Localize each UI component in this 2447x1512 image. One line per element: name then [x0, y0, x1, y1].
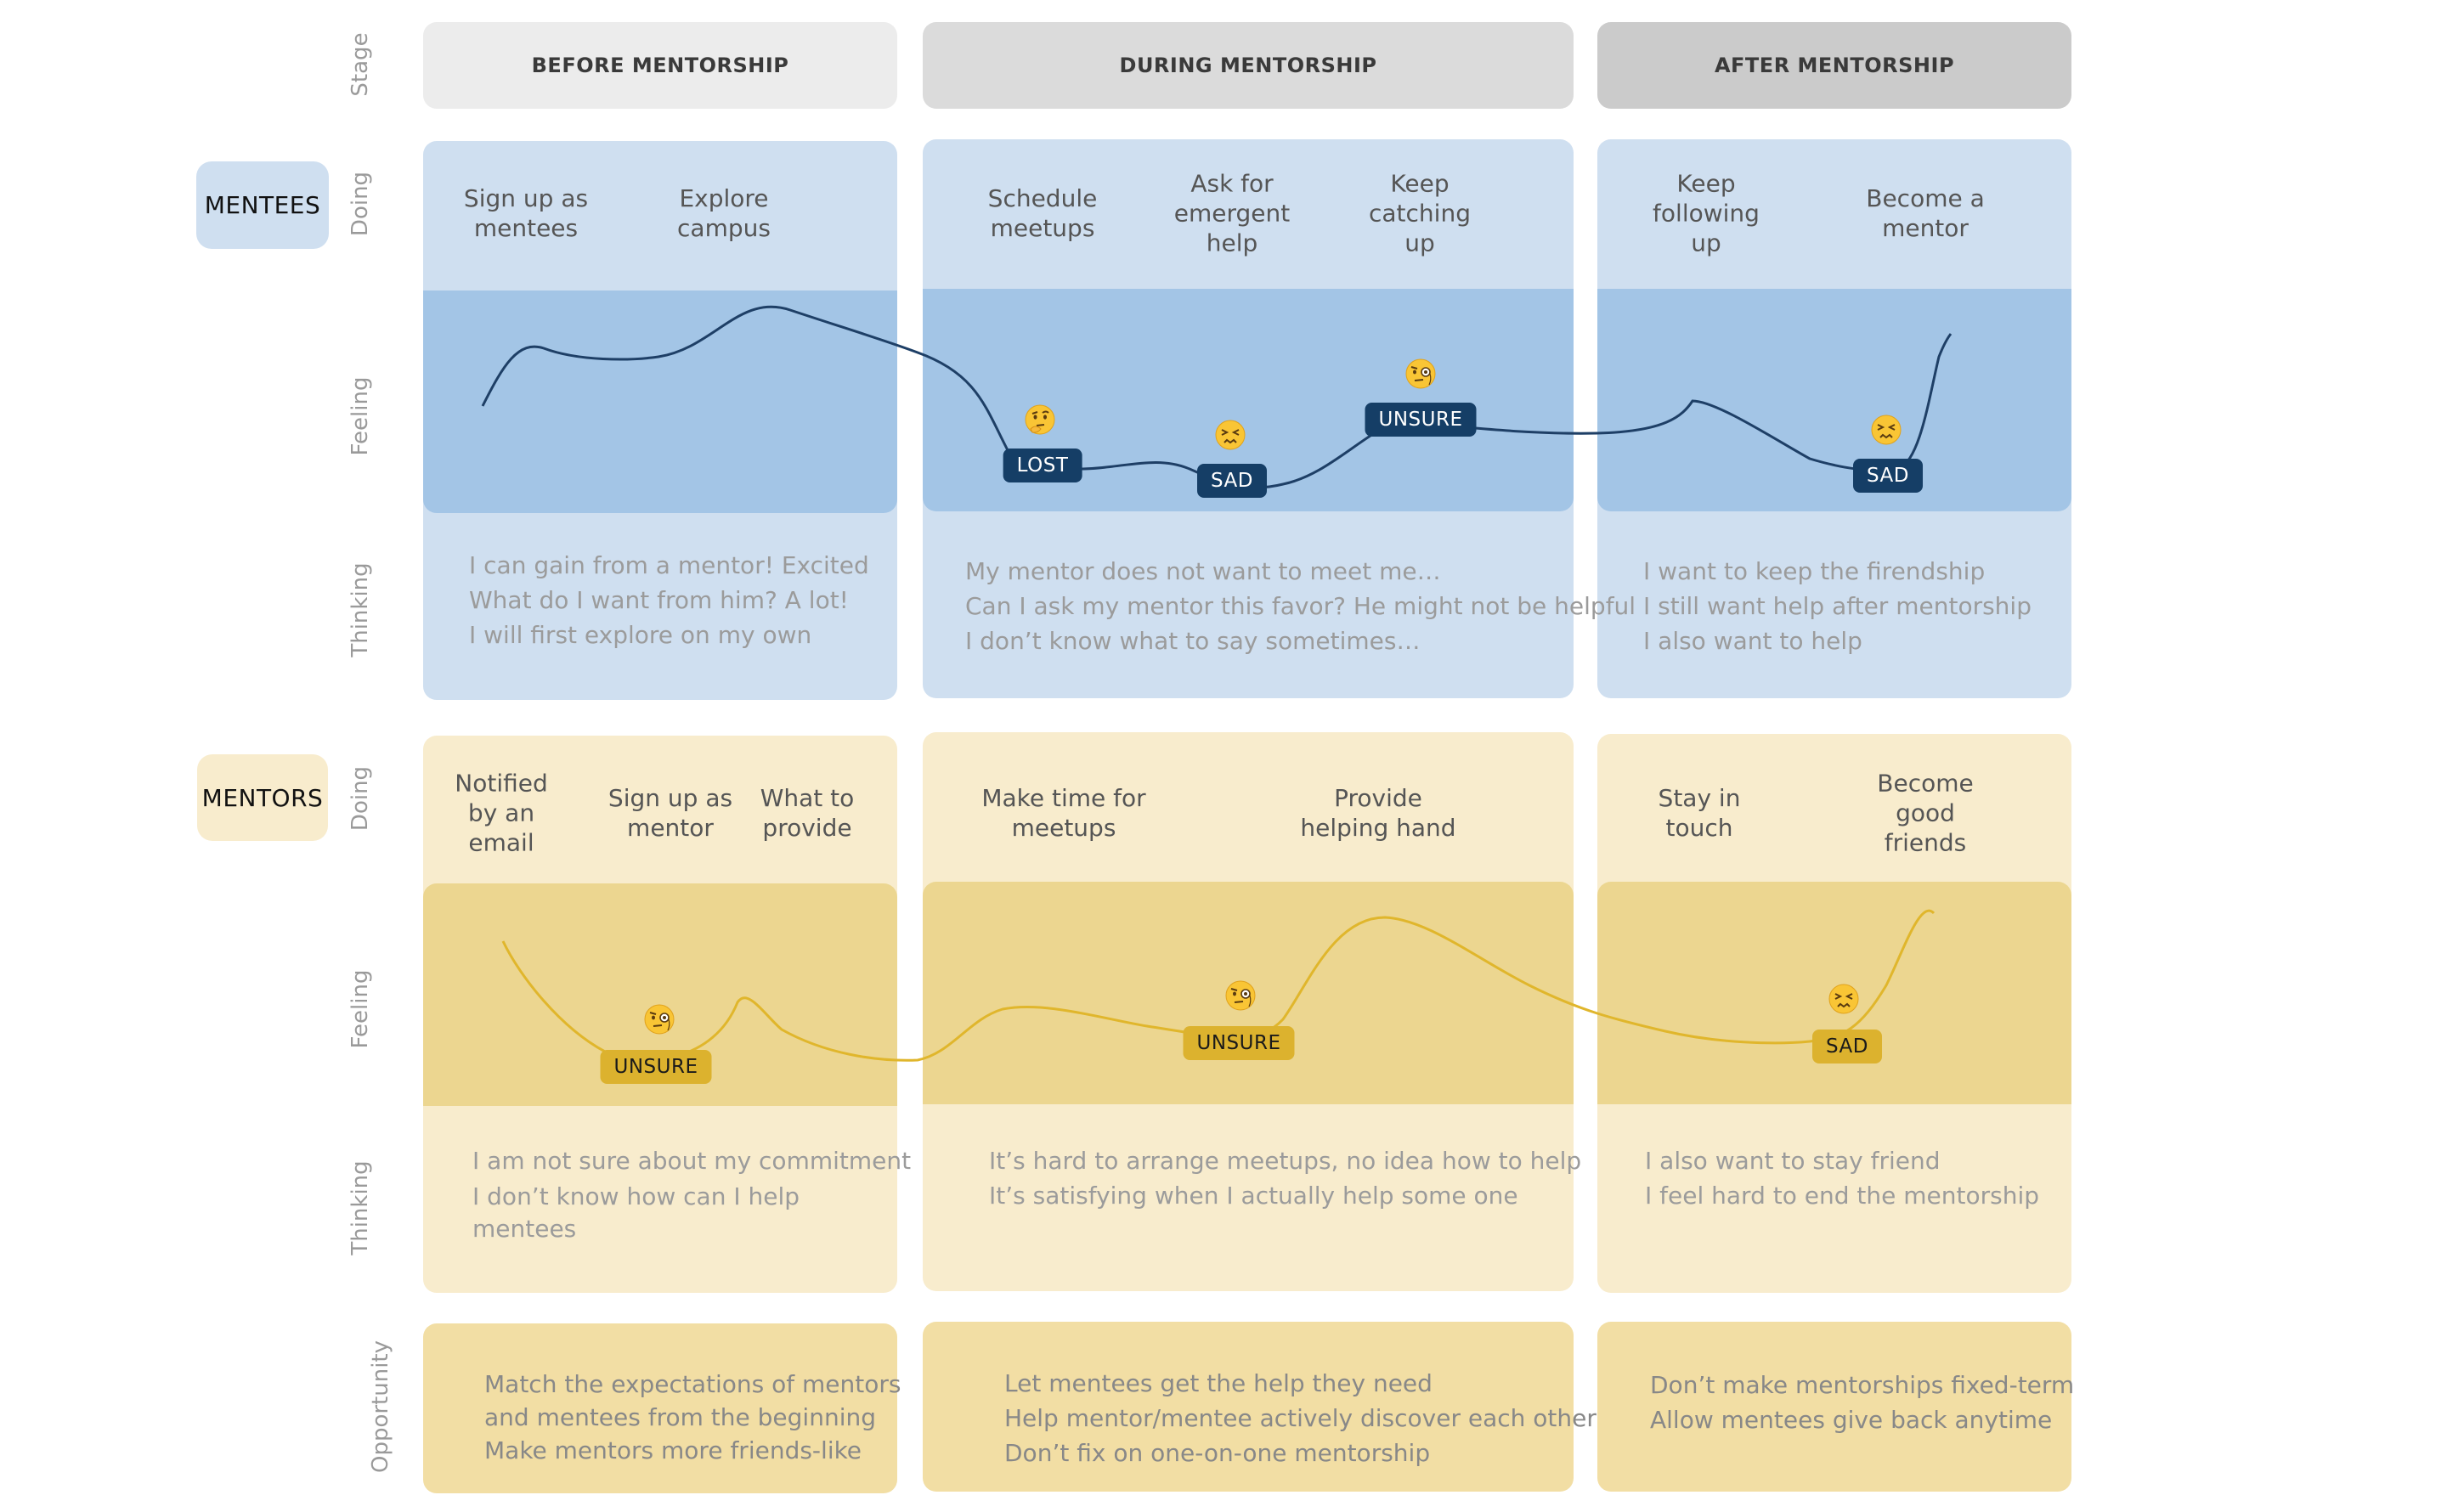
- opportunity-line: Make mentors more friends-like: [484, 1436, 862, 1464]
- mentor-doing-sign-up: Sign up as mentor: [608, 784, 733, 842]
- opportunity-after: Don’t make mentorships fixed-term Allow …: [1650, 1368, 2074, 1437]
- thought-line: Can I ask my mentor this favor? He might…: [965, 592, 1636, 620]
- mentee-doing-become-mentor: Become a mentor: [1866, 184, 1985, 242]
- stage-before-mentorship: BEFORE MENTORSHIP: [423, 22, 897, 109]
- mentee-doing-sign-up: Sign up as mentees: [463, 184, 589, 242]
- mentee-feeling-lost-tag: LOST: [1003, 449, 1082, 482]
- opportunity-line: Don’t fix on one-on-one mentorship: [1004, 1439, 1431, 1467]
- mentor-feeling-unsure-before-tag: UNSURE: [600, 1050, 712, 1084]
- thought-line: I am not sure about my commitment: [472, 1147, 912, 1175]
- opportunity-line: Don’t make mentorships fixed-term: [1650, 1371, 2075, 1399]
- mentee-thinking-before: I can gain from a mentor! Excited What d…: [469, 548, 869, 652]
- mentee-doing-keep-catching-up: Keep catching up: [1369, 169, 1471, 257]
- mentee-thinking-during: My mentor does not want to meet me… Can …: [965, 554, 1636, 658]
- opportunity-box-before: [423, 1323, 897, 1493]
- mentor-doing-make-time: Make time for meetups: [981, 784, 1146, 842]
- mentor-thinking-before: I am not sure about my commitment I don’…: [472, 1145, 911, 1245]
- thought-line: It’s hard to arrange meetups, no idea ho…: [989, 1147, 1582, 1175]
- mentors-badge: MENTORS: [197, 754, 328, 841]
- thought-line: I also want to help: [1643, 627, 1862, 655]
- mentor-feeling-unsure-during-tag: UNSURE: [1183, 1026, 1295, 1060]
- mentee-feeling-unsure-tag: UNSURE: [1365, 403, 1477, 437]
- mentees-badge: MENTEES: [196, 161, 329, 249]
- opportunity-line: Allow mentees give back anytime: [1650, 1406, 2053, 1434]
- thought-line: My mentor does not want to meet me…: [965, 557, 1441, 585]
- mentee-feeling-sad-tag: SAD: [1197, 464, 1267, 498]
- mentor-doing-notified: Notified by an email: [455, 769, 548, 857]
- opportunity-line: Help mentor/mentee actively discover eac…: [1004, 1404, 1596, 1432]
- thought-line: It’s satisfying when I actually help som…: [989, 1182, 1518, 1210]
- mentor-doing-become-friends: Become good friends: [1877, 769, 1974, 857]
- mentee-feeling-band-after: [1597, 289, 2071, 511]
- opportunity-box-after: [1597, 1322, 2071, 1492]
- mentee-feeling-band-before: [423, 291, 897, 513]
- thought-line: I want to keep the firendship: [1643, 557, 1986, 585]
- mentee-feeling-sad-after-tag: SAD: [1853, 459, 1923, 493]
- thought-line: I don’t know how can I help: [472, 1182, 800, 1210]
- opportunity-line: Let mentees get the help they need: [1004, 1369, 1433, 1397]
- thought-line: I don’t know what to say sometimes…: [965, 627, 1421, 655]
- thought-line: I feel hard to end the mentorship: [1645, 1182, 2040, 1210]
- mentor-doing-what-to-provide: What to provide: [760, 784, 855, 842]
- thought-line: mentees: [472, 1215, 577, 1243]
- mentee-thinking-after: I want to keep the firendship I still wa…: [1643, 554, 2032, 658]
- mentor-feeling-sad-tag: SAD: [1812, 1030, 1882, 1063]
- opportunity-before: Match the expectations of mentors and me…: [484, 1368, 901, 1467]
- stage-during-mentorship: DURING MENTORSHIP: [923, 22, 1574, 109]
- opportunity-line: and mentees from the beginning: [484, 1403, 877, 1431]
- mentee-doing-schedule-meetups: Schedule meetups: [987, 184, 1098, 242]
- mentor-thinking-during: It’s hard to arrange meetups, no idea ho…: [989, 1143, 1581, 1213]
- thought-line: I still want help after mentorship: [1643, 592, 2032, 620]
- mentee-doing-explore-campus: Explore campus: [677, 184, 771, 242]
- opportunity-box-during: [923, 1322, 1574, 1492]
- mentor-thinking-after: I also want to stay friend I feel hard t…: [1645, 1143, 2039, 1213]
- thought-line: I will first explore on my own: [469, 621, 812, 649]
- mentor-doing-helping-hand: Provide helping hand: [1300, 784, 1456, 842]
- thought-line: I also want to stay friend: [1645, 1147, 1941, 1175]
- stage-after-mentorship: AFTER MENTORSHIP: [1597, 22, 2071, 109]
- mentee-doing-keep-following-up: Keep following up: [1653, 169, 1760, 257]
- mentee-doing-ask-for-help: Ask for emergent help: [1173, 169, 1291, 257]
- opportunity-line: Match the expectations of mentors: [484, 1370, 901, 1398]
- mentor-doing-stay-in-touch: Stay in touch: [1658, 784, 1741, 842]
- opportunity-during: Let mentees get the help they need Help …: [1004, 1366, 1596, 1470]
- thought-line: What do I want from him? A lot!: [469, 586, 849, 614]
- thought-line: I can gain from a mentor! Excited: [469, 551, 869, 579]
